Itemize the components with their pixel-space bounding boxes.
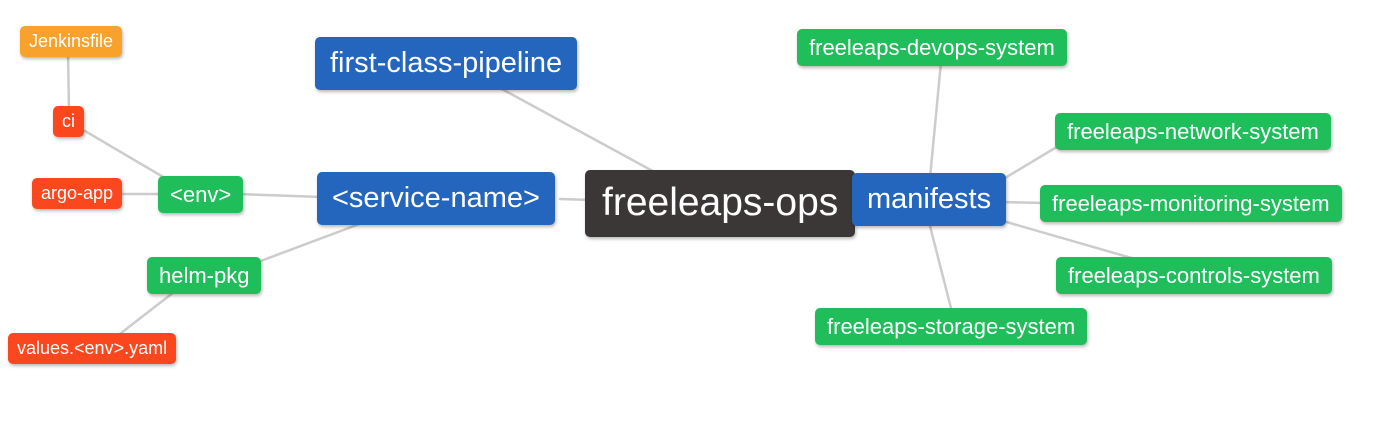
node-ci[interactable]: ci (53, 106, 84, 137)
node-helm-pkg[interactable]: helm-pkg (147, 257, 262, 295)
node-jenkinsfile[interactable]: Jenkinsfile (20, 26, 123, 57)
node-freeleaps-devops-system[interactable]: freeleaps-devops-system (797, 29, 1067, 67)
edge-manifests-controls (1001, 219, 1137, 261)
edge-service-name-helm-pkg (256, 218, 372, 264)
edge-manifests-storage (927, 220, 954, 314)
node-freeleaps-controls-system[interactable]: freeleaps-controls-system (1056, 257, 1332, 295)
edge-ci-env (78, 126, 172, 183)
node-freeleaps-network-system[interactable]: freeleaps-network-system (1055, 113, 1331, 151)
edge-pipeline-ops (498, 86, 662, 177)
node-freeleaps-storage-system[interactable]: freeleaps-storage-system (815, 308, 1088, 346)
node-values-env-yaml[interactable]: values.<env>.yaml (8, 333, 177, 364)
node-service-name[interactable]: <service-name> (317, 172, 555, 226)
edge-manifests-network (998, 143, 1062, 183)
edge-helm-pkg-values (114, 290, 176, 339)
node-env[interactable]: <env> (158, 176, 244, 214)
edge-jenkinsfile-ci (66, 50, 71, 114)
edge-manifests-devops (928, 60, 943, 180)
node-freeleaps-ops[interactable]: freeleaps-ops (585, 170, 856, 237)
edge-manifests-monitoring (1000, 200, 1047, 205)
node-freeleaps-monitoring-system[interactable]: freeleaps-monitoring-system (1040, 185, 1342, 223)
node-manifests[interactable]: manifests (852, 173, 1007, 227)
edge-env-service-name (236, 192, 324, 199)
node-first-class-pipeline[interactable]: first-class-pipeline (315, 37, 578, 91)
node-argo-app[interactable]: argo-app (32, 178, 123, 209)
